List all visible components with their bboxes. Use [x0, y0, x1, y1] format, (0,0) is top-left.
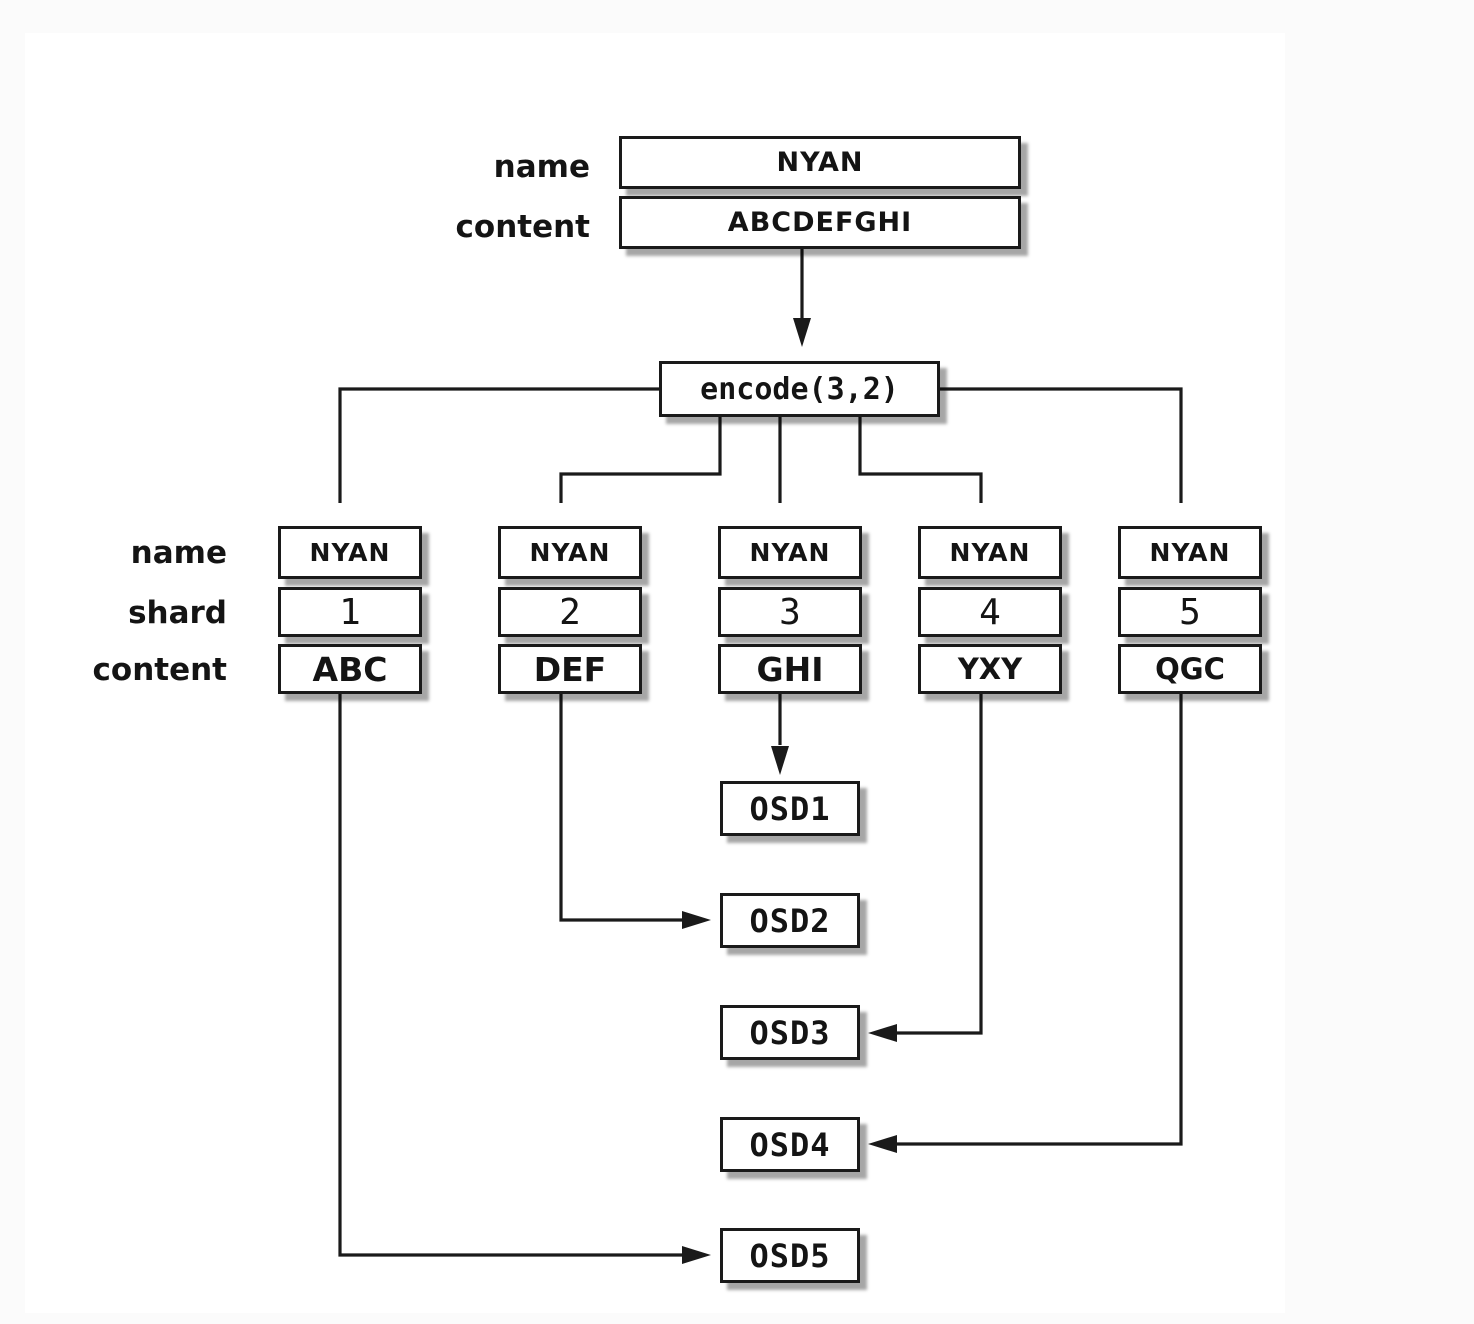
object-content-box: ABCDEFGHI [619, 196, 1021, 249]
shard-row-name-label: name [130, 535, 227, 571]
connector-encode-to-shard5 [938, 387, 1183, 503]
shard3-content-box: GHI [718, 644, 862, 694]
shard1-content-box: ABC [278, 644, 422, 694]
arrowhead-left-icon [868, 1135, 897, 1153]
shard4-content-box: YXY [918, 644, 1062, 694]
shard2-name-box: NYAN [498, 526, 642, 579]
object-name-box: NYAN [619, 136, 1021, 189]
osd2-box: OSD2 [720, 893, 860, 948]
arrowhead-down-icon [793, 318, 811, 347]
shard1-number-box: 1 [278, 587, 422, 637]
shard-row-shard-label: shard [128, 595, 227, 631]
shard5-name-box: NYAN [1118, 526, 1262, 579]
arrowhead-down-icon [771, 746, 789, 775]
osd4-box: OSD4 [720, 1117, 860, 1172]
shard4-number-box: 4 [918, 587, 1062, 637]
shard-row-content-label: content [92, 652, 227, 688]
shard3-number-box: 3 [718, 587, 862, 637]
arrow-shard4-to-osd3 [868, 694, 983, 1042]
shard4-name-box: NYAN [918, 526, 1062, 579]
arrow-object-to-encode [793, 249, 811, 347]
arrow-shard1-to-osd5 [338, 694, 711, 1264]
arrowhead-right-icon [682, 1246, 711, 1264]
diagram-page: name NYAN content ABCDEFGHI encode(3,2) … [25, 33, 1285, 1313]
arrow-shard3-to-osd1 [771, 694, 789, 775]
encode-function-box: encode(3,2) [659, 361, 940, 417]
shard3-name-box: NYAN [718, 526, 862, 579]
connector-encode-to-shard2 [559, 417, 722, 503]
osd1-box: OSD1 [720, 781, 860, 836]
object-content-label: content [455, 209, 590, 245]
arrowhead-left-icon [868, 1024, 897, 1042]
connector-encode-to-shard1 [338, 387, 660, 503]
shard5-content-box: QGC [1118, 644, 1262, 694]
arrowhead-right-icon [682, 911, 711, 929]
shard2-number-box: 2 [498, 587, 642, 637]
osd3-box: OSD3 [720, 1005, 860, 1060]
shard1-name-box: NYAN [278, 526, 422, 579]
arrow-shard5-to-osd4 [868, 694, 1183, 1153]
shard2-content-box: DEF [498, 644, 642, 694]
object-name-label: name [493, 149, 590, 185]
osd5-box: OSD5 [720, 1228, 860, 1283]
shard5-number-box: 5 [1118, 587, 1262, 637]
arrow-shard2-to-osd2 [559, 694, 711, 929]
connector-encode-to-shard4 [858, 417, 983, 503]
